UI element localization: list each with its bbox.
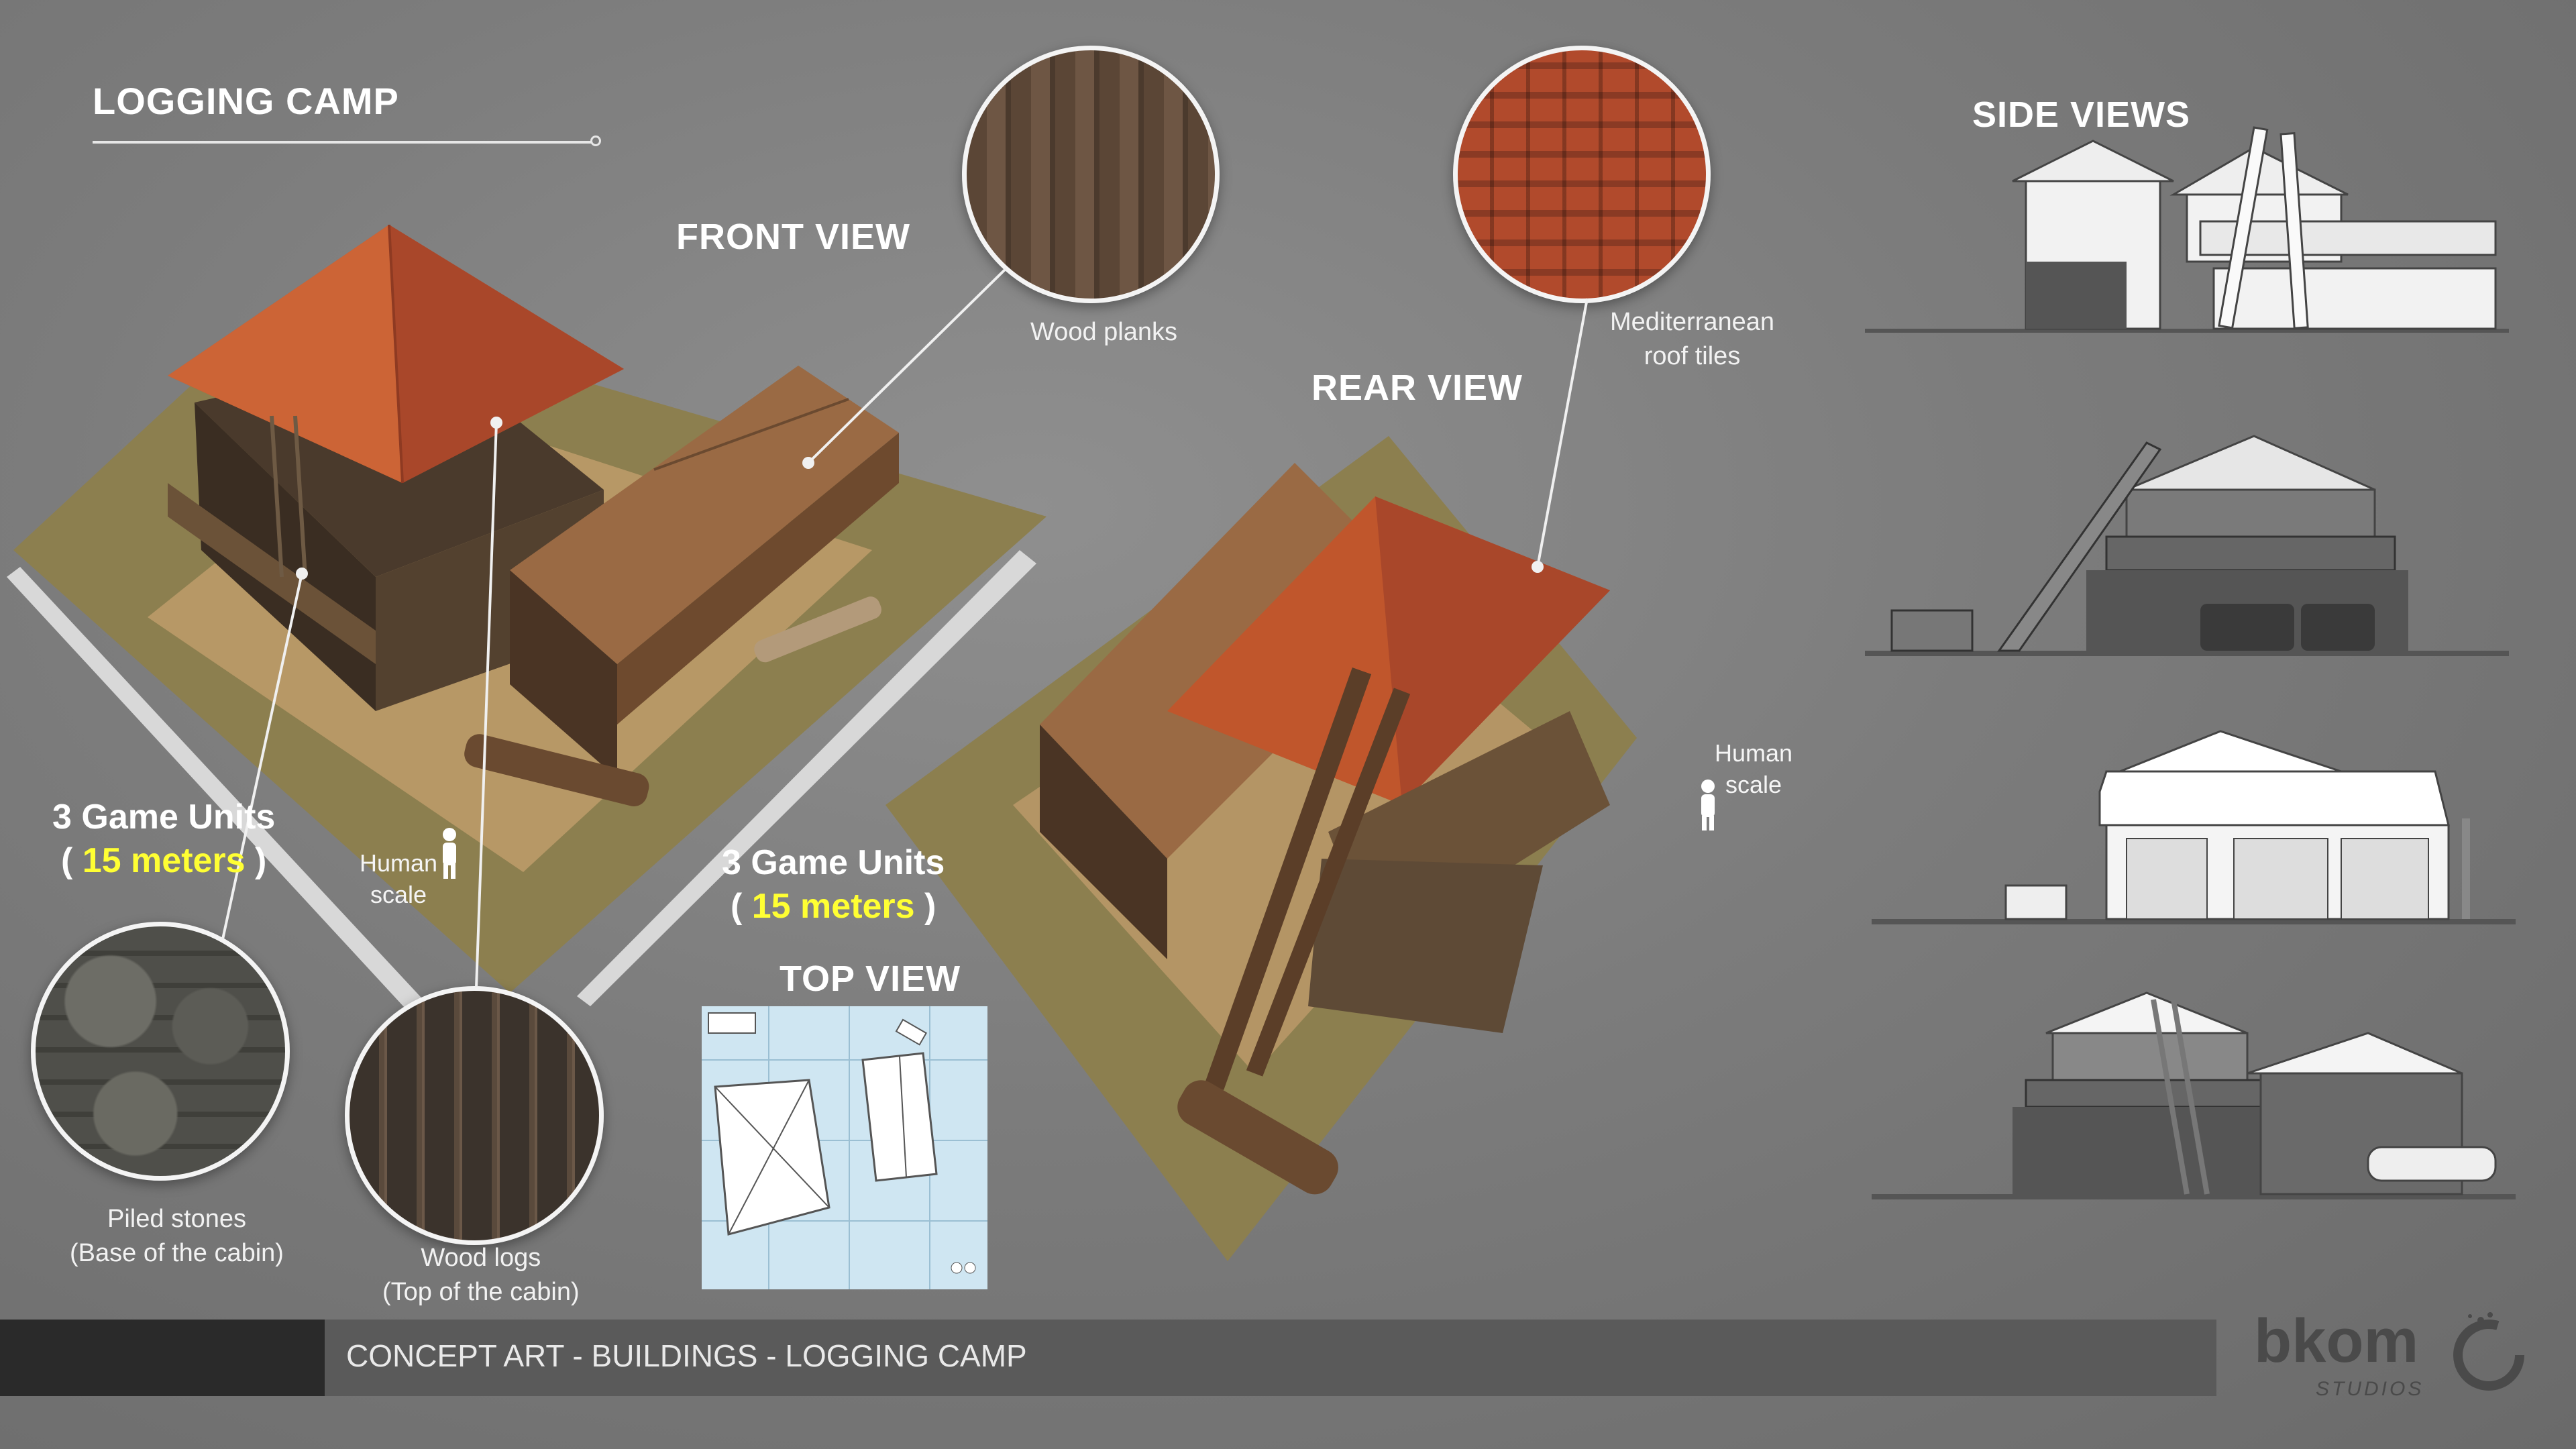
front-view-label: FRONT VIEW [676,217,910,257]
roof-tiles-caption-line2: roof tiles [1644,342,1741,371]
meters-value: 15 meters [82,841,246,880]
paren-close: ) [245,841,267,880]
paren-open: ( [730,887,752,926]
roof-tiles-caption-line1: Mediterranean [1610,308,1775,336]
side-view-2 [1865,435,2509,656]
logo-brand: bkom [2254,1307,2418,1375]
human-scale-rear: Human scale [1715,738,1792,801]
wood-planks-swatch [962,46,1220,303]
side-view-1 [1865,126,2509,333]
piled-stones-caption-line2: (Base of the cabin) [70,1239,284,1268]
bkom-logo-mark: bkom STUDIOS [2254,1307,2524,1400]
side-views-label: SIDE VIEWS [1972,95,2191,135]
logo-sub: STUDIOS [2316,1378,2424,1400]
piled-stones-caption-line1: Piled stones [107,1205,246,1233]
piled-stones-caption: Piled stones (Base of the cabin) [70,1202,284,1271]
wood-logs-caption: Wood logs (Top of the cabin) [382,1241,580,1310]
wood-logs-caption-line1: Wood logs [421,1244,541,1272]
footer-breadcrumb: CONCEPT ART - BUILDINGS - LOGGING CAMP [346,1338,1027,1373]
game-units-left: 3 Game Units ( 15 meters ) [52,796,275,883]
game-units-right: 3 Game Units ( 15 meters ) [722,841,945,928]
rear-view-label: REAR VIEW [1311,368,1523,408]
game-units-left-meters: ( 15 meters ) [52,839,275,883]
wood-logs-caption-line2: (Top of the cabin) [382,1278,580,1307]
human-scale-front-line2: scale [370,880,427,908]
human-figure-icon [443,828,456,879]
human-scale-front-line1: Human [360,849,438,877]
top-view-drawing [702,1006,987,1289]
top-view-label: TOP VIEW [780,959,961,999]
roof-tiles-caption: Mediterranean roof tiles [1610,305,1774,374]
footer-bar [325,1320,2216,1396]
bkom-logo: bkom STUDIOS [2254,1301,2536,1409]
footer-left-block [0,1320,325,1396]
human-scale-rear-line1: Human [1715,739,1793,767]
human-scale-rear-line2: scale [1725,770,1782,798]
title-underline [93,141,596,144]
rear-view-illustration [885,436,1637,1261]
meters-value: 15 meters [751,887,915,926]
side-view-3 [1872,730,2516,924]
paren-open: ( [60,841,83,880]
paren-close: ) [914,887,936,926]
side-view-4 [1872,991,2516,1199]
piled-stones-swatch [31,922,290,1181]
roof-tiles-swatch [1453,46,1711,303]
human-figure-icon [1701,780,1715,830]
game-units-right-meters: ( 15 meters ) [722,885,945,928]
game-units-left-label: 3 Game Units [52,798,276,837]
top-view-plan [702,1006,987,1289]
wood-planks-caption: Wood planks [1030,318,1177,346]
game-units-right-label: 3 Game Units [722,843,945,882]
page-title: LOGGING CAMP [93,80,399,122]
title-underline-dot [590,136,601,146]
human-scale-front: Human scale [360,848,437,911]
wood-logs-swatch [345,986,604,1245]
